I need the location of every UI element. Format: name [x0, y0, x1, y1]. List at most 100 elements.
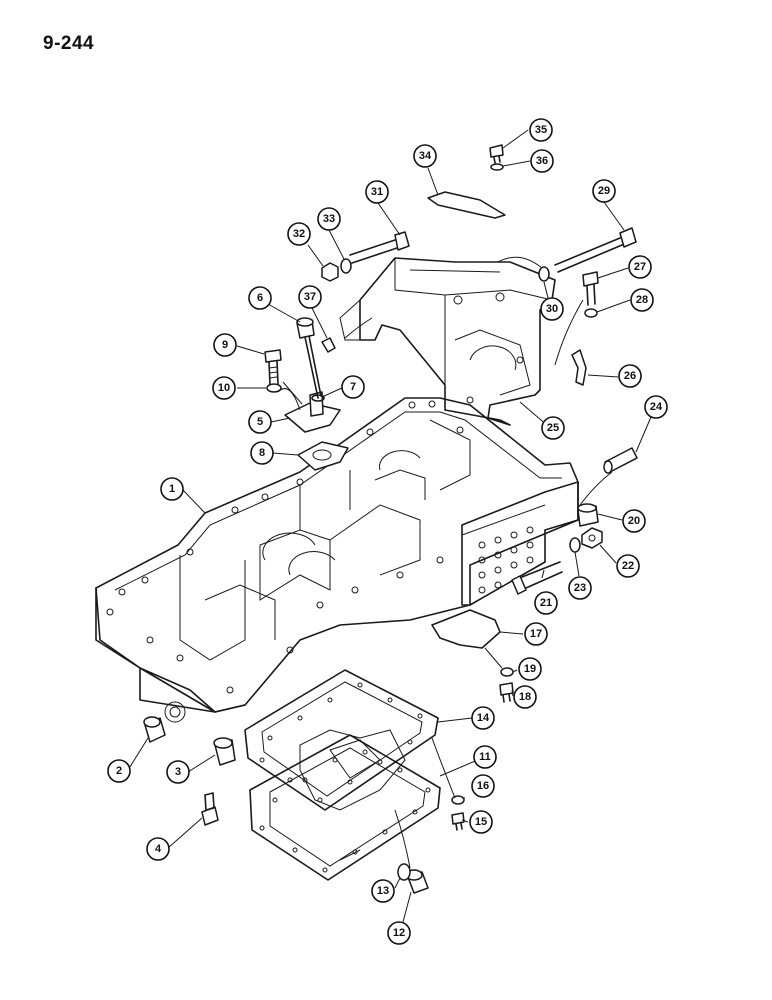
- callout-3: 3: [166, 760, 190, 784]
- callout-label-33: 33: [323, 213, 335, 225]
- callout-33: 33: [317, 207, 341, 231]
- callout-label-8: 8: [259, 447, 265, 459]
- callout-label-20: 20: [628, 515, 640, 527]
- washer-28-drawing: [584, 308, 598, 318]
- callout-21: 21: [534, 591, 558, 615]
- callout-20: 20: [622, 509, 646, 533]
- callout-label-18: 18: [519, 691, 531, 703]
- callout-31: 31: [365, 180, 389, 204]
- callout-15: 15: [469, 810, 493, 834]
- callout-label-10: 10: [218, 382, 230, 394]
- callout-label-32: 32: [293, 228, 305, 240]
- callout-label-36: 36: [536, 155, 548, 167]
- callout-5: 5: [248, 410, 272, 434]
- dipstick-6-drawing: [296, 317, 322, 399]
- page-number: 9-244: [43, 33, 95, 54]
- callout-label-2: 2: [116, 765, 122, 777]
- oil-pan-drawing: [249, 729, 441, 881]
- callout-label-12: 12: [393, 927, 405, 939]
- bolt-9-drawing: [264, 349, 282, 386]
- callout-label-21: 21: [540, 597, 552, 609]
- callout-label-28: 28: [636, 294, 648, 306]
- washer-36-drawing: [490, 163, 504, 171]
- nut-22-drawing: [581, 527, 603, 549]
- callout-13: 13: [371, 879, 395, 903]
- drain-plug-4-drawing: [201, 792, 219, 826]
- screw-35-drawing: [489, 144, 504, 164]
- callout-label-22: 22: [622, 560, 634, 572]
- callout-37: 37: [298, 285, 322, 309]
- callout-label-3: 3: [175, 766, 181, 778]
- cover-plate-drawing: [431, 609, 501, 649]
- callout-label-5: 5: [257, 416, 263, 428]
- washer-23-drawing: [569, 537, 581, 553]
- callout-label-25: 25: [547, 422, 559, 434]
- bolt-27-drawing: [582, 271, 599, 306]
- callout-label-27: 27: [634, 261, 646, 273]
- washer-19-drawing: [500, 667, 514, 677]
- callout-label-19: 19: [524, 663, 536, 675]
- bolt-31-drawing: [349, 231, 410, 264]
- callout-19: 19: [518, 657, 542, 681]
- callout-11: 11: [473, 745, 497, 769]
- washer-33-drawing: [340, 258, 352, 274]
- callout-label-4: 4: [155, 843, 162, 855]
- callout-22: 22: [616, 554, 640, 578]
- callout-17: 17: [524, 622, 548, 646]
- gasket-strip-34-drawing: [427, 191, 506, 219]
- callout-16: 16: [471, 774, 495, 798]
- hose-26-drawing: [571, 349, 587, 386]
- callout-label-1: 1: [169, 483, 175, 495]
- nut-32-drawing: [321, 262, 339, 282]
- callout-1: 1: [160, 477, 184, 501]
- washer-16-drawing: [451, 795, 465, 805]
- callout-label-17: 17: [530, 628, 542, 640]
- callout-30: 30: [540, 297, 564, 321]
- callout-label-14: 14: [477, 712, 490, 724]
- callout-18: 18: [513, 685, 537, 709]
- callout-label-15: 15: [475, 816, 487, 828]
- callout-label-29: 29: [598, 185, 610, 197]
- callout-label-31: 31: [371, 186, 383, 198]
- flange-gasket-8-drawing: [297, 441, 349, 471]
- callout-label-26: 26: [624, 370, 636, 382]
- callout-35: 35: [529, 118, 553, 142]
- washer-30-drawing: [538, 266, 550, 282]
- callout-label-30: 30: [546, 303, 558, 315]
- callout-14: 14: [471, 706, 495, 730]
- callout-28: 28: [630, 288, 654, 312]
- callout-7: 7: [341, 375, 365, 399]
- pin-24-drawing: [603, 447, 638, 474]
- callout-label-37: 37: [304, 291, 316, 303]
- callout-label-11: 11: [479, 751, 491, 763]
- callout-2: 2: [107, 759, 131, 783]
- breather-37-drawing: [321, 337, 336, 353]
- callout-label-9: 9: [222, 339, 228, 351]
- screw-15-drawing: [451, 812, 465, 831]
- callout-23: 23: [568, 576, 592, 600]
- leader-lines: [127, 129, 652, 923]
- callout-36: 36: [530, 149, 554, 173]
- callout-32: 32: [287, 222, 311, 246]
- callout-10: 10: [212, 376, 236, 400]
- callout-label-23: 23: [574, 582, 586, 594]
- callout-29: 29: [592, 179, 616, 203]
- callout-label-35: 35: [535, 124, 547, 136]
- callout-label-24: 24: [650, 401, 663, 413]
- long-bolt-29-drawing: [554, 227, 637, 273]
- bolt-21-drawing: [511, 561, 563, 595]
- callout-24: 24: [644, 395, 668, 419]
- callout-4: 4: [146, 837, 170, 861]
- bushing-20-drawing: [577, 503, 599, 527]
- callout-34: 34: [413, 144, 437, 168]
- upper-bracket-drawing: [339, 257, 556, 426]
- main-housing-drawing: [95, 397, 579, 723]
- bushing-3-drawing: [213, 737, 236, 766]
- callout-label-13: 13: [377, 885, 389, 897]
- callout-label-7: 7: [350, 381, 356, 393]
- callout-label-34: 34: [419, 150, 432, 162]
- callout-27: 27: [628, 255, 652, 279]
- callout-26: 26: [618, 364, 642, 388]
- callout-label-16: 16: [477, 780, 489, 792]
